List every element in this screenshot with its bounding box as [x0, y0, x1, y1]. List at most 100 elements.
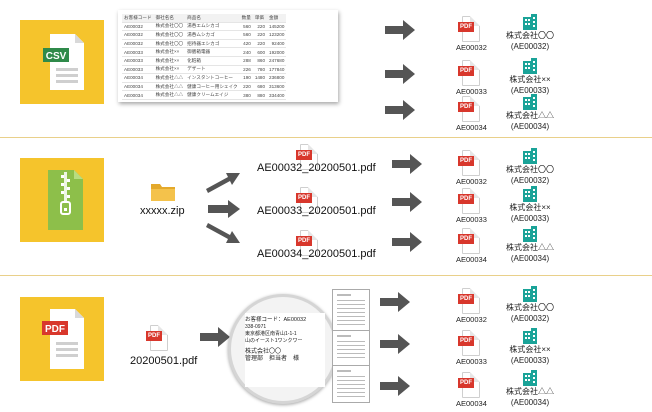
invoice-line: お客様コード：AE00032 [245, 317, 307, 323]
company-code: (AE00034) [510, 254, 550, 263]
svg-text:PDF: PDF [45, 324, 65, 335]
output-code: AE00032 [456, 43, 487, 52]
pdf-tag: PDF [458, 22, 474, 32]
arrow-right [385, 20, 415, 40]
sheet-cell: 株式会社△△ [153, 73, 186, 83]
page-thumbnail [332, 289, 370, 331]
sheet-cell: AE00034 [122, 73, 154, 83]
pdf-file-icon: PDF [458, 150, 480, 176]
sheet-cell: 334400 [267, 90, 287, 100]
building-icon [523, 226, 537, 242]
arrow-right [200, 327, 230, 347]
pdf-file-icon: PDF [42, 309, 84, 369]
split-pdf-filename: AE00032_20200501.pdf [257, 162, 376, 174]
output-code: AE00034 [456, 255, 487, 264]
pdf-tag: PDF [296, 193, 312, 203]
sheet-cell: AE00034 [122, 90, 154, 100]
folder-icon [150, 180, 176, 207]
sheet-cell: 247680 [267, 56, 287, 66]
pdf-tag: PDF [458, 194, 474, 204]
sheet-header-row: お客様コード御社名名商品名数量単価金額 [122, 14, 287, 23]
company-code: (AE00034) [510, 122, 550, 131]
building-icon [523, 286, 537, 302]
pdf-file-icon: PDF [458, 228, 480, 254]
pdf-filename: 20200501.pdf [130, 355, 198, 367]
arrow-right [385, 64, 415, 84]
pdf-file-icon-small: PDF [146, 325, 168, 351]
building-icon [523, 58, 537, 74]
company-code: (AE00033) [510, 86, 550, 95]
output-code: AE00033 [456, 215, 487, 224]
sheet-cell: 220 [239, 82, 253, 92]
pdf-tag: PDF [458, 102, 474, 112]
pdf-tag: PDF [296, 236, 312, 246]
sheet-cell: 240 [239, 47, 253, 57]
company-name: 株式会社△△ [506, 387, 554, 396]
pdf-tag: PDF [458, 294, 474, 304]
pdf-tag: PDF [458, 234, 474, 244]
sheet-cell: 株式会社×× [153, 56, 186, 66]
pdf-file-icon: PDF [458, 372, 480, 398]
page-thumbnail [332, 330, 370, 366]
sheet-cell: AE00033 [122, 47, 154, 57]
sheet-header-cell: 御社名名 [153, 14, 186, 23]
sheet-cell: 192000 [267, 47, 287, 57]
company-code: (AE00032) [510, 176, 550, 185]
sheet-cell: 560 [239, 30, 253, 40]
section-divider-bottom [0, 275, 652, 276]
invoice-line: 山のイースト1ワンクワー [245, 338, 303, 344]
sheet-cell: 招待器エシカゴ [185, 39, 240, 49]
company-name: 株式会社×× [509, 203, 551, 212]
sheet-cell: デザート [185, 65, 240, 75]
sheet-cell: 420 [239, 39, 253, 49]
company-name: 株式会社×× [509, 345, 551, 354]
company-code: (AE00033) [510, 214, 550, 223]
magnifier: お客様コード：AE00032 338-0971 東京都港区南青山1-1-1 山の… [228, 294, 338, 404]
arrow-right [380, 292, 410, 312]
sheet-cell: 92400 [267, 39, 287, 49]
company-name: 株式会社〇〇 [506, 303, 554, 312]
sheet-cell: AE00032 [122, 22, 154, 32]
output-code: AE00032 [456, 177, 487, 186]
output-code: AE00033 [456, 87, 487, 96]
sheet-cell: 236800 [267, 73, 287, 83]
sheet-cell: 健康コーヒー用シェイク [185, 82, 240, 92]
sheet-cell: 220 [252, 30, 268, 40]
section-divider-top [0, 137, 652, 138]
pdf-file-icon: PDF [296, 230, 318, 256]
pdf-tag: PDF [458, 156, 474, 166]
sheet-header-cell: 数量 [239, 14, 253, 23]
building-icon [523, 328, 537, 344]
invoice-line: 株式会社〇〇 [245, 349, 282, 355]
csv-tile: CSV [20, 20, 104, 104]
company-code: (AE00033) [510, 356, 550, 365]
company-name: 株式会社×× [509, 75, 551, 84]
sheet-cell: 株式会社〇〇 [153, 39, 186, 49]
sheet-cell: 313600 [267, 82, 287, 92]
magnified-page: お客様コード：AE00032 338-0971 東京都港区南青山1-1-1 山の… [245, 313, 325, 387]
arrow-right [380, 334, 410, 354]
zip-filename: xxxxx.zip [140, 205, 185, 217]
sheet-header-cell: 単価 [252, 14, 268, 23]
page-thumbnail [332, 365, 370, 403]
pdf-tag: PDF [458, 66, 474, 76]
sheet-cell: 177840 [267, 65, 287, 75]
sheet-cell: 湯呑ムシカゴ [185, 30, 240, 40]
sheet-cell: 220 [252, 22, 268, 32]
sheet-header-cell: 商品名 [185, 14, 240, 23]
company-name: 株式会社〇〇 [506, 165, 554, 174]
pdf-file-icon: PDF [458, 60, 480, 86]
csv-file-icon: CSV [43, 34, 84, 90]
sheet-cell: 健康クリームエイジ [185, 90, 240, 100]
company-code: (AE00034) [510, 398, 550, 407]
pdf-file-icon: PDF [458, 16, 480, 42]
sheet-cell: AE00034 [122, 82, 154, 92]
company-name: 株式会社△△ [506, 111, 554, 120]
output-code: AE00032 [456, 315, 487, 324]
arrow-right [392, 154, 422, 174]
